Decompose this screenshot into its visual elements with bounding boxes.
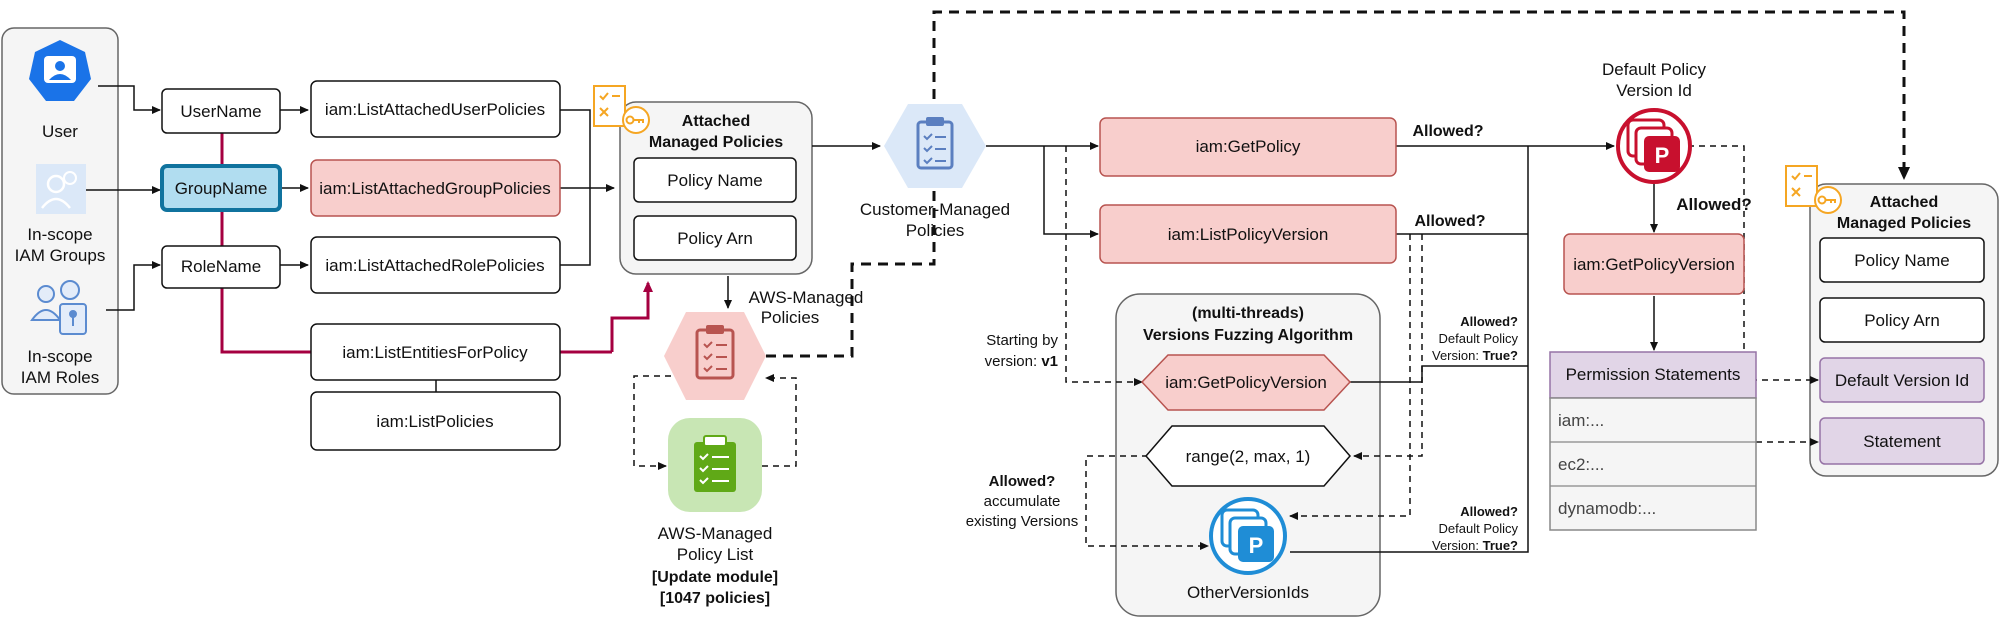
svg-text:P: P [1249, 533, 1264, 558]
groupname-box [160, 164, 282, 212]
attached-right-title-line1: Attached [1870, 194, 1938, 211]
permission-row: iam:... [1558, 411, 1604, 430]
list-policy-version-label: iam:ListPolicyVersion [1168, 225, 1329, 244]
attached-right-default-version-id-label: Default Version Id [1835, 371, 1969, 390]
aws-managed-policy-count: [1047 policies] [660, 590, 770, 607]
attached-right-policy-name-box [1819, 237, 1985, 283]
attached-left-policy-name-label: Policy Name [667, 171, 762, 190]
list-attached-user-policies-label: iam:ListAttachedUserPolicies [325, 100, 545, 119]
rolename-label: RoleName [181, 257, 261, 276]
attached-right-title-line2: Managed Policies [1837, 215, 1971, 232]
fuzz-get-policy-version-label: iam:GetPolicyVersion [1165, 373, 1327, 392]
fuzzing-title-line2: Versions Fuzzing Algorithm [1143, 327, 1353, 344]
allowed-d1-line1: Allowed? [1460, 314, 1518, 329]
user-label: User [42, 122, 78, 141]
default-version-id-icon: P [1616, 108, 1692, 184]
other-version-ids-label: OtherVersionIds [1187, 583, 1309, 602]
svg-text:P: P [1655, 143, 1670, 168]
allowed-d2-line2: Default Policy [1439, 521, 1519, 536]
customer-managed-line1: Customer-Managed [860, 200, 1010, 219]
iam-roles-icon [30, 280, 87, 335]
aws-managed-label-line2: Policies [761, 308, 820, 327]
get-policy-version-box [1563, 233, 1745, 295]
list-entities-for-policy-label: iam:ListEntitiesForPolicy [342, 343, 528, 362]
rolename-box [161, 245, 281, 289]
default-version-line2: Version Id [1616, 81, 1692, 100]
user-icon [29, 40, 91, 101]
attached-right-policy-arn-box [1819, 297, 1985, 343]
username-label: UserName [180, 102, 261, 121]
range-box [1145, 425, 1351, 487]
allowed-q1: Allowed? [1412, 123, 1483, 140]
list-policy-version-box [1099, 204, 1397, 264]
permission-row: dynamodb:... [1558, 499, 1656, 518]
list-attached-group-policies-box [310, 159, 561, 217]
username-box [161, 88, 281, 134]
other-version-ids-icon: P [1209, 497, 1287, 575]
attached-right-policy-arn-label: Policy Arn [1864, 311, 1940, 330]
range-label: range(2, max, 1) [1186, 447, 1311, 466]
attached-right-policy-name-label: Policy Name [1854, 251, 1949, 270]
allowed-d2-line3: Version: True? [1432, 538, 1518, 553]
starting-by-line1: Starting by [986, 332, 1058, 349]
allowed-q3: Allowed? [1676, 195, 1752, 214]
list-entities-for-policy-box [310, 323, 561, 381]
aws-managed-list-line2: Policy List [677, 545, 754, 564]
get-policy-label: iam:GetPolicy [1196, 137, 1301, 156]
solid-connectors [86, 85, 1658, 553]
default-version-line1: Default Policy [1602, 60, 1706, 79]
iam-groups-icon [36, 164, 86, 214]
aws-managed-list-line1: AWS-Managed [658, 524, 773, 543]
list-attached-role-policies-box [310, 236, 561, 294]
roles-label-line2: IAM Roles [21, 368, 99, 387]
dashed-connectors [633, 145, 1819, 550]
allowed-q2: Allowed? [1414, 213, 1485, 230]
attached-right-statement-box [1819, 417, 1985, 465]
get-policy-version-label: iam:GetPolicyVersion [1573, 255, 1735, 274]
list-attached-role-policies-label: iam:ListAttachedRolePolicies [325, 256, 544, 275]
attached-left-policy-arn-box [633, 215, 797, 261]
groups-label-line2: IAM Groups [15, 246, 106, 265]
aws-managed-label-line1: AWS-Managed [749, 288, 864, 307]
list-attached-user-policies-box [310, 80, 561, 138]
groups-label-line1: In-scope [27, 225, 92, 244]
allowed-d1-line3: Version: True? [1432, 348, 1518, 363]
crimson-connectors [220, 133, 653, 354]
permission-statements-table [1549, 351, 1757, 531]
policy-document-icon-right [1785, 165, 1842, 214]
attached-left-title-line2: Managed Policies [649, 134, 783, 151]
attached-right-default-version-id-box [1819, 357, 1985, 403]
policy-document-icon-left [593, 85, 650, 134]
fuzzing-title-line1: (multi-threads) [1192, 305, 1304, 322]
list-policies-box [310, 391, 561, 451]
attached-left-title-line1: Attached [682, 113, 750, 130]
attached-right-statement-label: Statement [1863, 432, 1941, 451]
customer-managed-policies-icon [884, 104, 986, 188]
allowed-d2-line1: Allowed? [1460, 504, 1518, 519]
list-attached-group-policies-label: iam:ListAttachedGroupPolicies [319, 179, 551, 198]
roles-label-line1: In-scope [27, 347, 92, 366]
list-policies-label: iam:ListPolicies [376, 412, 493, 431]
attached-left-policy-arn-label: Policy Arn [677, 229, 753, 248]
customer-managed-line2: Policies [906, 221, 965, 240]
permission-row: ec2:... [1558, 455, 1604, 474]
attached-left-policy-name-box [633, 157, 797, 203]
bold-dashed-connectors [766, 10, 1910, 358]
permission-statements-header: Permission Statements [1566, 365, 1741, 384]
starting-by-line2: version: v1 [985, 353, 1058, 370]
get-policy-box [1099, 117, 1397, 177]
fuzz-get-policy-version-box [1140, 354, 1352, 411]
aws-managed-policies-icon [664, 312, 766, 400]
accumulate-line3: existing Versions [966, 513, 1079, 530]
allowed-d1-line2: Default Policy [1439, 331, 1519, 346]
accumulate-line1: Allowed? [989, 473, 1056, 490]
groupname-label: GroupName [175, 179, 268, 198]
aws-managed-policy-list-icon [668, 418, 762, 512]
aws-managed-update-module: [Update module] [652, 569, 778, 586]
accumulate-line2: accumulate [984, 493, 1061, 510]
